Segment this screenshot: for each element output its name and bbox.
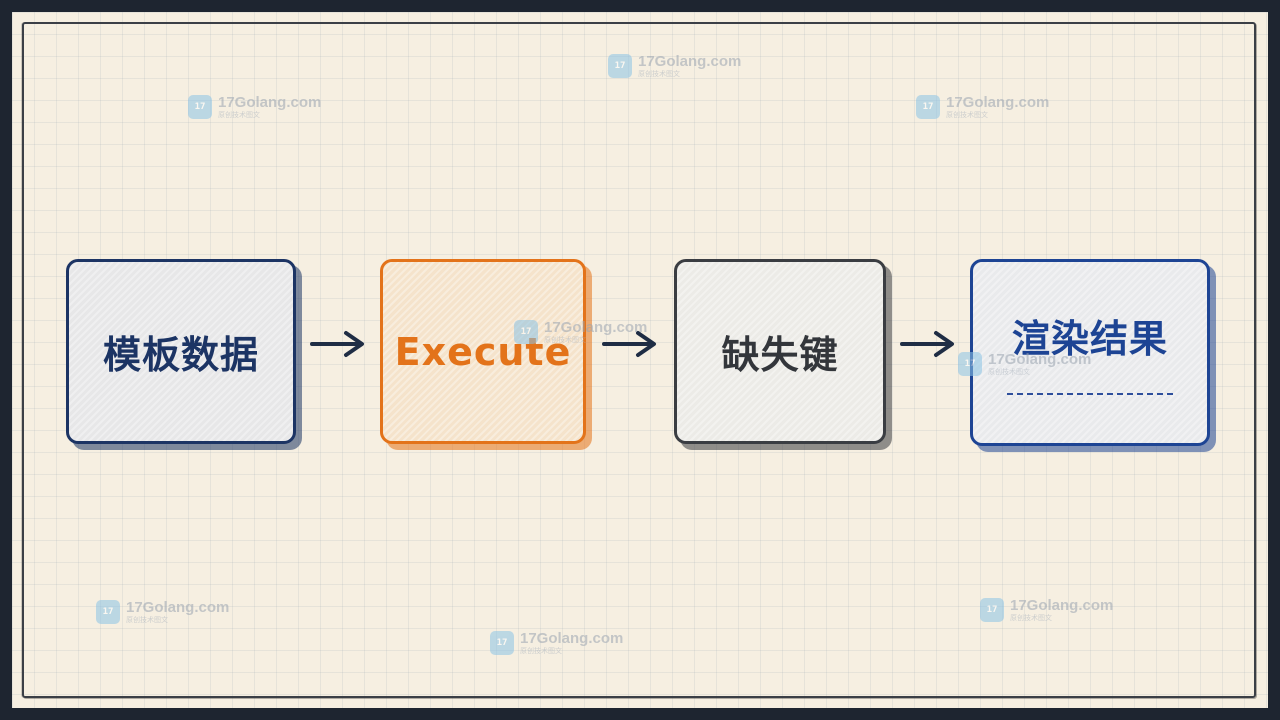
watermark-subtitle: 原创技术图文 [946,111,988,119]
step-label: 渲染结果 [1011,317,1168,361]
step-execute: Execute [380,259,586,444]
watermark: 17 17Golang.com 原创技术图文 [188,95,321,119]
watermark-subtitle: 原创技术图文 [520,647,562,655]
watermark-logo-icon: 17 [916,95,940,119]
watermark: 17 17Golang.com 原创技术图文 [916,95,1049,119]
step-label: 模板数据 [102,333,259,377]
empty-output-placeholder [1007,393,1173,395]
sketch-frame [22,22,1256,698]
watermark-subtitle: 原创技术图文 [544,336,586,344]
watermark: 17 17Golang.com 原创技术图文 [958,352,1091,376]
watermark-domain: 17Golang.com [638,53,742,70]
arrow-right-icon [310,331,364,357]
watermark-subtitle: 原创技术图文 [638,70,680,78]
watermark-subtitle: 原创技术图文 [1010,614,1052,622]
watermark-domain: 17Golang.com [988,351,1092,368]
watermark-domain: 17Golang.com [520,630,624,647]
watermark-logo-icon: 17 [980,598,1004,622]
watermark-logo-icon: 17 [490,631,514,655]
watermark: 17 17Golang.com 原创技术图文 [490,631,623,655]
step-template-data: 模板数据 [66,259,296,444]
watermark-logo-icon: 17 [608,54,632,78]
canvas: 17 17Golang.com 原创技术图文 17 17Golang.com 原… [12,12,1268,708]
arrow-right-icon [602,331,656,357]
watermark-subtitle: 原创技术图文 [218,111,260,119]
watermark-domain: 17Golang.com [544,319,648,336]
watermark: 17 17Golang.com 原创技术图文 [608,54,741,78]
step-label: Execute [394,329,572,374]
watermark-logo-icon: 17 [514,320,538,344]
watermark-subtitle: 原创技术图文 [988,368,1030,376]
watermark-logo-icon: 17 [188,95,212,119]
watermark: 17 17Golang.com 原创技术图文 [96,600,229,624]
watermark: 17 17Golang.com 原创技术图文 [980,598,1113,622]
watermark: 17 17Golang.com 原创技术图文 [514,320,647,344]
watermark-domain: 17Golang.com [218,94,322,111]
watermark-domain: 17Golang.com [126,599,230,616]
watermark-logo-icon: 17 [96,600,120,624]
watermark-domain: 17Golang.com [1010,597,1114,614]
watermark-logo-icon: 17 [958,352,982,376]
watermark-subtitle: 原创技术图文 [126,616,168,624]
step-missing-key: 缺失键 [674,259,886,444]
watermark-domain: 17Golang.com [946,94,1050,111]
step-label: 缺失键 [721,333,839,377]
arrow-right-icon [900,331,954,357]
